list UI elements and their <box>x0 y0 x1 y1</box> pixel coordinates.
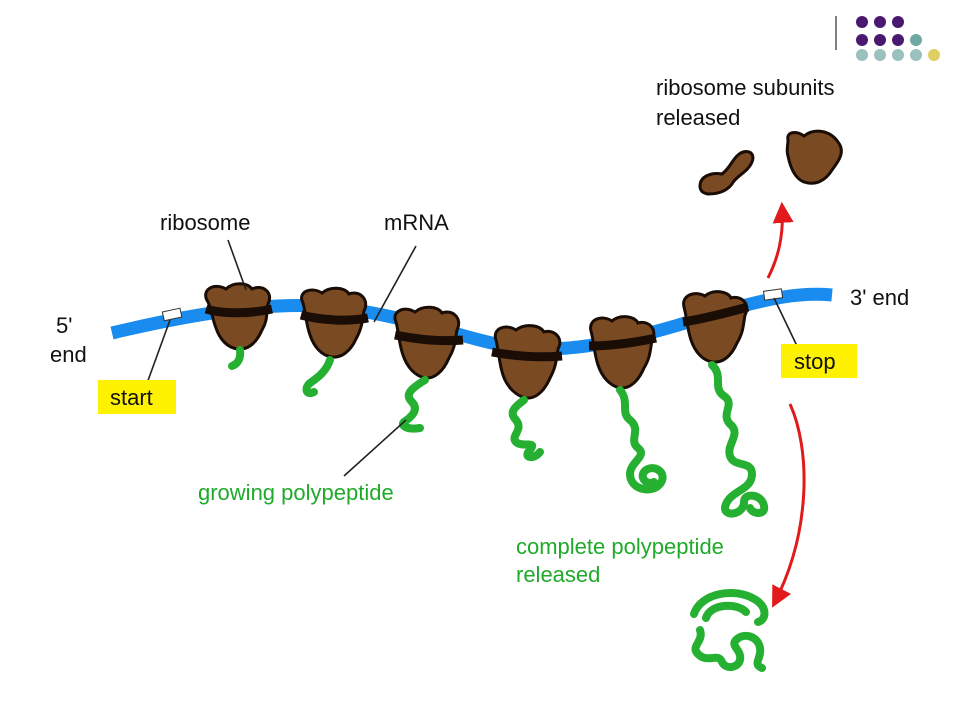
large-subunit-released <box>785 129 843 185</box>
decor-dot <box>856 16 868 28</box>
polypeptide-chain-2 <box>302 356 334 397</box>
stop-label-highlight <box>781 344 857 378</box>
ribosome-3 <box>393 305 464 380</box>
decor-dot <box>910 49 922 61</box>
five-prime-label-line1: 5' <box>56 313 72 338</box>
decor-dot <box>856 34 868 46</box>
corner-decoration <box>835 16 940 61</box>
polypeptide-chain-1 <box>228 346 245 370</box>
polypeptide-chain-4 <box>508 396 544 461</box>
ribosome-1 <box>204 282 273 351</box>
complete-polypeptide <box>690 589 769 672</box>
growing-leader-line <box>343 419 407 477</box>
complete-polypeptide-label-line1: complete polypeptide <box>516 534 724 559</box>
polypeptide-chain-5 <box>616 386 667 494</box>
stop-codon-marker <box>762 288 784 301</box>
decor-dot <box>856 49 868 61</box>
polypeptide-chain-3 <box>399 376 429 433</box>
ribosome-4 <box>491 324 563 400</box>
growing-polypeptide-label: growing polypeptide <box>198 480 394 505</box>
stop-label: stop <box>794 349 836 374</box>
decor-dot <box>892 34 904 46</box>
decor-dot <box>892 49 904 61</box>
five-prime-label-line2: end <box>50 342 87 367</box>
ribosome-label: ribosome <box>160 210 250 235</box>
decor-dot <box>874 16 886 28</box>
mrna-label: mRNA <box>384 210 449 235</box>
ribosome-6 <box>682 290 750 364</box>
subunit-release-arrow <box>766 201 794 279</box>
polypeptide-release-arrow <box>772 403 806 608</box>
decor-dot <box>874 34 886 46</box>
ribosome-leader-line <box>227 239 247 291</box>
stop-leader-line <box>773 297 799 349</box>
start-label: start <box>110 385 153 410</box>
start-leader-line <box>145 319 171 387</box>
polypeptide-chain-6 <box>708 361 769 518</box>
start-codon-marker <box>161 307 183 322</box>
three-prime-label: 3' end <box>850 285 909 310</box>
small-subunit-released <box>698 150 755 196</box>
decor-dot <box>874 49 886 61</box>
start-label-highlight <box>98 380 176 414</box>
decor-dot <box>928 49 940 61</box>
decor-dot <box>892 16 904 28</box>
ribosome-5 <box>588 315 657 390</box>
complete-polypeptide-label-line2: released <box>516 562 600 587</box>
mrna-leader-line <box>373 245 417 323</box>
ribosome-2 <box>299 286 369 359</box>
subunits-released-label-line1: ribosome subunits <box>656 75 835 100</box>
subunits-released-label-line2: released <box>656 105 740 130</box>
decor-dot <box>910 34 922 46</box>
